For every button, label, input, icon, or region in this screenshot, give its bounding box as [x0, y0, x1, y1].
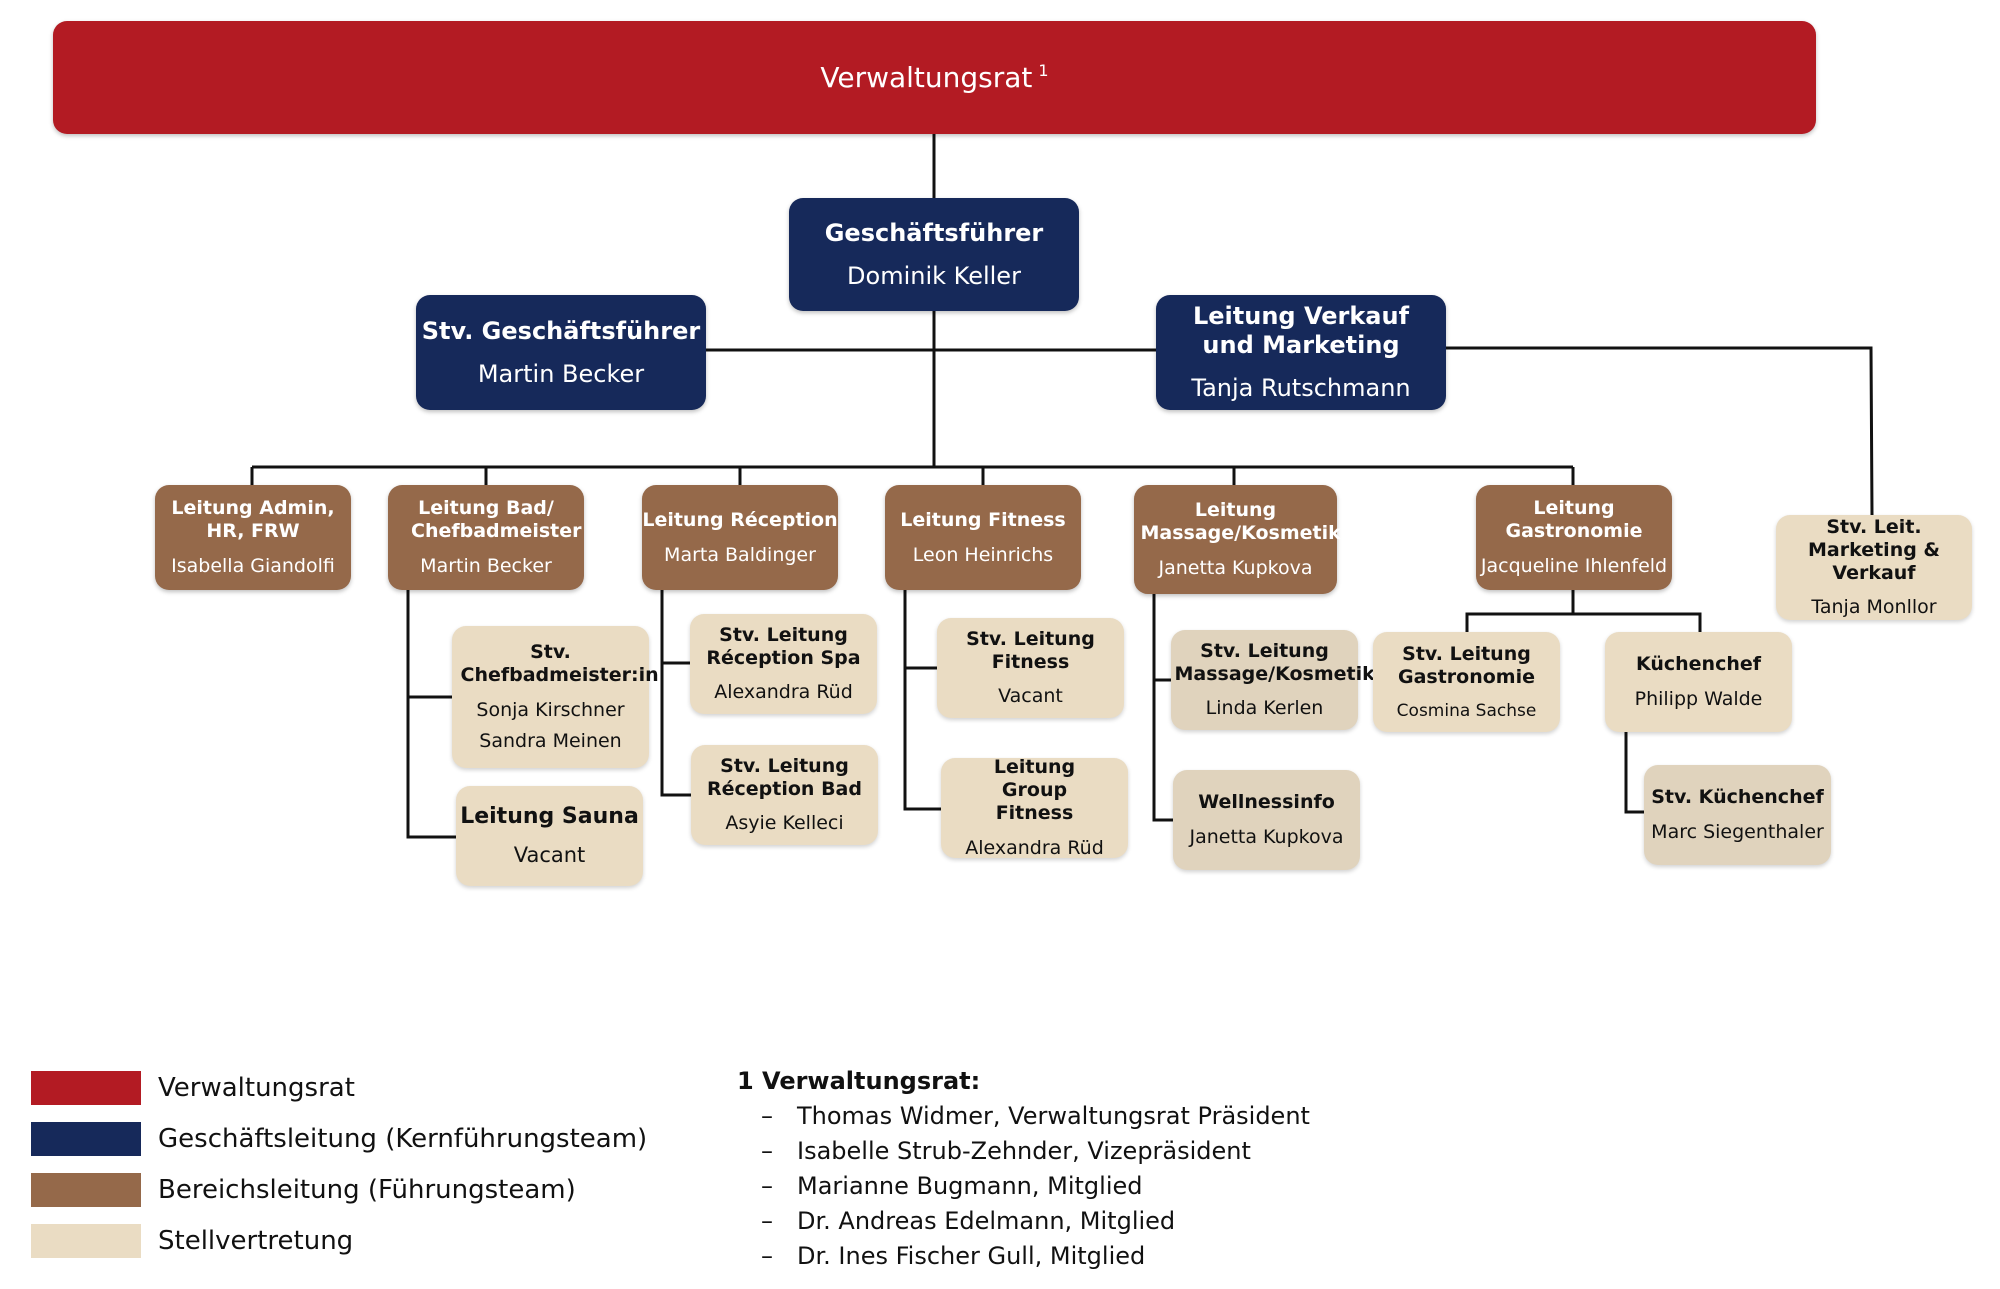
sales-box: Leitung Verkauf und Marketing Tanja Ruts… [1156, 295, 1446, 410]
dept-bad-title: Leitung Bad/ Chefbadmeister [411, 497, 582, 543]
ceo-name: Dominik Keller [847, 261, 1021, 290]
sales-title: Leitung Verkauf und Marketing [1192, 302, 1410, 360]
kuechenchef-title: Küchenchef [1635, 653, 1762, 676]
group-fitness-box: Leitung Group Fitness Alexandra Rüd [941, 756, 1128, 859]
dept-massage-title: Leitung Massage/Kosmetik [1140, 499, 1341, 545]
kuechenchef-name: Philipp Walde [1634, 688, 1763, 710]
dept-bad-name: Martin Becker [420, 554, 552, 577]
list-dash: – [761, 1242, 773, 1270]
list-item-text: Dr. Ines Fischer Gull, Mitglied [797, 1242, 1146, 1270]
ceo-box: Geschäftsführer Dominik Keller [789, 198, 1079, 311]
stv-kuechenchef-name: Marc Siegenthaler [1651, 821, 1824, 843]
list-item-text: Isabelle Strub-Zehnder, Vizepräsident [797, 1137, 1251, 1165]
stv-rec-bad-title: Stv. Leitung Réception Bad [707, 754, 862, 800]
stv-chefbad-name-1: Sonja Kirschner [476, 699, 625, 721]
sauna-title: Leitung Sauna [460, 804, 639, 830]
group-fitness-title: Leitung Group Fitness [993, 756, 1076, 824]
board-members-title: 1 Verwaltungsrat: [737, 1067, 981, 1095]
legend-swatch-management [31, 1122, 141, 1156]
list-item-text: Marianne Bugmann, Mitglied [797, 1172, 1143, 1200]
list-item-text: Dr. Andreas Edelmann, Mitglied [797, 1207, 1176, 1235]
dept-admin-name: Isabella Giandolfi [171, 554, 335, 577]
deputy-ceo-title: Stv. Geschäftsführer [421, 316, 701, 345]
wellness-name: Janetta Kupkova [1189, 826, 1344, 848]
list-item: –Isabelle Strub-Zehnder, Vizepräsident [737, 1137, 1310, 1165]
stv-chefbad-title: Stv. Chefbadmeister:in [460, 641, 659, 687]
dept-fitness-name: Leon Heinrichs [912, 543, 1054, 566]
stv-rec-bad-box: Stv. Leitung Réception Bad Asyie Kelleci [691, 745, 878, 845]
dept-massage-box: Leitung Massage/Kosmetik Janetta Kupkova [1134, 485, 1341, 594]
board-footnote: 1 [1038, 60, 1049, 80]
dept-reception-box: Leitung Réception Marta Baldinger [642, 485, 838, 590]
list-dash: – [761, 1137, 773, 1165]
stv-massage-name: Linda Kerlen [1205, 697, 1324, 720]
sauna-box: Leitung Sauna Vacant [456, 786, 643, 886]
dept-gastro-title: Leitung Gastronomie [1505, 497, 1643, 543]
list-dash: – [761, 1172, 773, 1200]
deputy-ceo-name: Martin Becker [477, 359, 645, 388]
list-item: –Dr. Andreas Edelmann, Mitglied [737, 1207, 1310, 1235]
stv-fitness-name: Vacant [998, 685, 1063, 708]
stv-massage-title: Stv. Leitung Massage/Kosmetik [1174, 639, 1375, 685]
stv-marketing-title: Stv. Leit. Marketing & Verkauf [1807, 515, 1941, 584]
dept-gastro-name: Jacqueline Ihlenfeld [1480, 554, 1668, 577]
ceo-title: Geschäftsführer [824, 218, 1044, 247]
dept-gastro-box: Leitung Gastronomie Jacqueline Ihlenfeld [1476, 485, 1672, 590]
stv-kuechenchef-title: Stv. Küchenchef [1651, 786, 1824, 809]
stv-fitness-box: Stv. Leitung Fitness Vacant [937, 618, 1124, 718]
sales-name: Tanja Rutschmann [1191, 373, 1411, 402]
stv-rec-spa-title: Stv. Leitung Réception Spa [706, 623, 861, 669]
wellness-box: Wellnessinfo Janetta Kupkova [1173, 770, 1360, 870]
stv-marketing-name: Tanja Monllor [1811, 596, 1937, 619]
deputy-ceo-box: Stv. Geschäftsführer Martin Becker [416, 295, 706, 410]
list-item: –Thomas Widmer, Verwaltungsrat Präsident [737, 1102, 1310, 1130]
sauna-name: Vacant [513, 842, 586, 867]
dept-reception-name: Marta Baldinger [664, 543, 816, 566]
kuechenchef-box: Küchenchef Philipp Walde [1605, 632, 1792, 732]
list-dash: – [761, 1207, 773, 1235]
stv-massage-box: Stv. Leitung Massage/Kosmetik Linda Kerl… [1171, 630, 1375, 730]
stv-chefbad-box: Stv. Chefbadmeister:in Sonja Kirschner S… [452, 626, 659, 768]
group-fitness-name: Alexandra Rüd [965, 836, 1104, 859]
legend-label-board: Verwaltungsrat [158, 1073, 355, 1103]
stv-kuechenchef-box: Stv. Küchenchef Marc Siegenthaler [1644, 765, 1831, 865]
list-dash: – [761, 1102, 773, 1130]
legend-swatch-departments [31, 1173, 141, 1207]
dept-bad-box: Leitung Bad/ Chefbadmeister Martin Becke… [388, 485, 584, 590]
stv-marketing-box: Stv. Leit. Marketing & Verkauf Tanja Mon… [1776, 515, 1972, 620]
stv-gastro-title: Stv. Leitung Gastronomie [1397, 643, 1535, 688]
dept-fitness-box: Leitung Fitness Leon Heinrichs [885, 485, 1081, 590]
list-item-text: Thomas Widmer, Verwaltungsrat Präsident [797, 1102, 1310, 1130]
stv-fitness-title: Stv. Leitung Fitness [966, 627, 1095, 673]
legend-swatch-deputies [31, 1224, 141, 1258]
legend-swatch-board [31, 1071, 141, 1105]
wellness-title: Wellnessinfo [1198, 791, 1335, 814]
dept-massage-name: Janetta Kupkova [1158, 556, 1313, 579]
stv-gastro-box: Stv. Leitung Gastronomie Cosmina Sachse [1373, 632, 1560, 732]
legend-label-deputies: Stellvertretung [158, 1226, 354, 1256]
legend-label-departments: Bereichsleitung (Führungsteam) [158, 1175, 576, 1205]
stv-gastro-name: Cosmina Sachse [1396, 700, 1537, 721]
list-item: –Marianne Bugmann, Mitglied [737, 1172, 1310, 1200]
stv-rec-spa-name: Alexandra Rüd [714, 681, 853, 704]
list-item: –Dr. Ines Fischer Gull, Mitglied [737, 1242, 1310, 1270]
stv-chefbad-name-2: Sandra Meinen [479, 729, 622, 752]
dept-fitness-title: Leitung Fitness [900, 508, 1066, 531]
stv-rec-bad-name: Asyie Kelleci [725, 812, 844, 835]
dept-admin-title: Leitung Admin, HR, FRW [171, 497, 335, 543]
dept-reception-title: Leitung Réception [642, 508, 838, 531]
legend-label-management: Geschäftsleitung (Kernführungsteam) [158, 1124, 648, 1154]
dept-admin-box: Leitung Admin, HR, FRW Isabella Giandolf… [155, 485, 351, 590]
stv-rec-spa-box: Stv. Leitung Réception Spa Alexandra Rüd [690, 614, 877, 714]
board-members-note: 1 Verwaltungsrat: –Thomas Widmer, Verwal… [737, 1067, 1310, 1270]
